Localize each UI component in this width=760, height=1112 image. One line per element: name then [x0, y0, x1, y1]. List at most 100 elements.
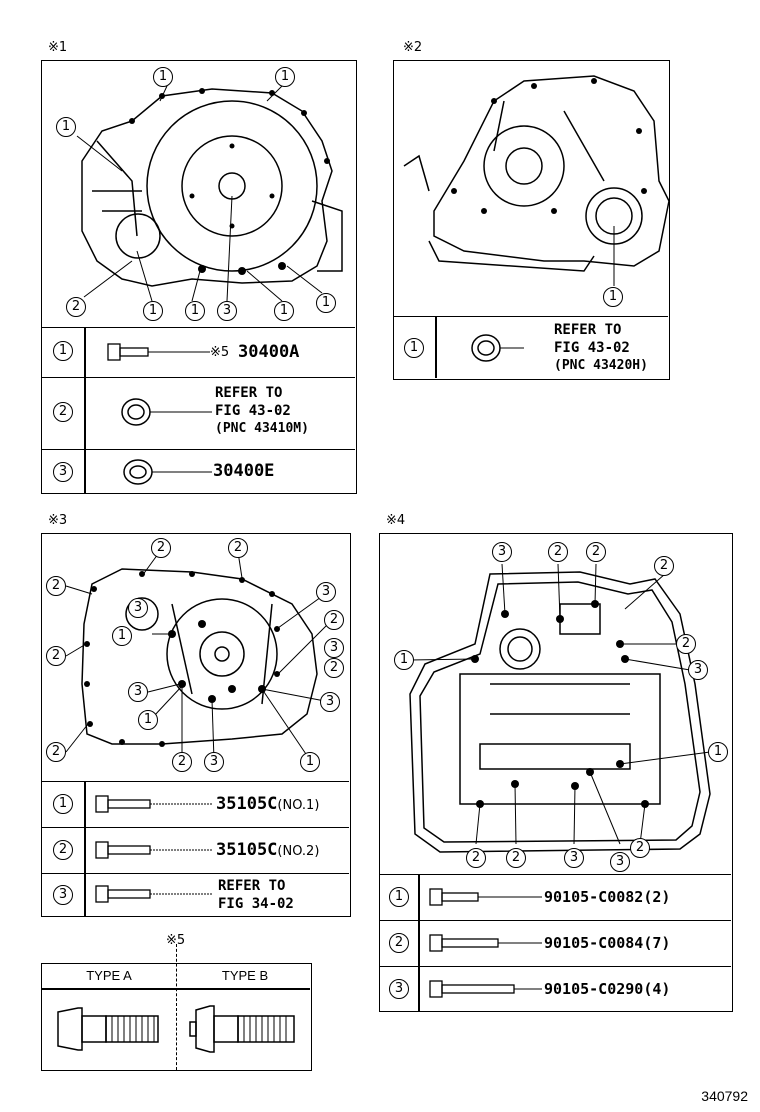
- callout-2: 2: [676, 634, 696, 654]
- callout-2: 2: [654, 556, 674, 576]
- type-a-label: TYPE A: [86, 968, 132, 983]
- table-row: 1 90105-C0082(2): [380, 874, 731, 920]
- table-row: 2 90105-C0084(7): [380, 920, 731, 966]
- table-row: 1 35105C(NO.1): [42, 781, 349, 827]
- part-code: 90105-C0082(2): [544, 888, 671, 906]
- type-ref-mark: ※5: [210, 345, 230, 360]
- table-row: 2 35105C(NO.2): [42, 827, 349, 873]
- bolt-icon: [429, 980, 542, 998]
- row-number: 3: [389, 979, 409, 999]
- row-number: 1: [389, 887, 409, 907]
- part-code: 90105-C0084(7): [544, 934, 671, 952]
- oil-seal-icon: [471, 334, 524, 362]
- part-code: 30400E: [213, 461, 275, 481]
- figure-id: 340792: [701, 1088, 748, 1104]
- callout-3: 3: [492, 542, 512, 562]
- callout-3: 3: [128, 598, 148, 618]
- callout-2: 2: [228, 538, 248, 558]
- part-code: 35105C(NO.1): [216, 794, 320, 814]
- type-b-label: TYPE B: [221, 968, 269, 983]
- row-number: 1: [53, 794, 73, 814]
- bolt-icon: [95, 885, 212, 903]
- bolt-icon: [95, 795, 212, 813]
- callout-2: 2: [324, 610, 344, 630]
- section-5-panel: TYPE A TYPE B: [41, 944, 312, 1071]
- callout-1: 1: [185, 301, 205, 321]
- callout-3: 3: [204, 752, 224, 772]
- callout-3: 3: [316, 582, 336, 602]
- row-number: 2: [389, 933, 409, 953]
- row-number: 2: [53, 402, 73, 422]
- table-row: 1 ※5 30400A: [42, 327, 355, 377]
- table-row: 3 90105-C0290(4): [380, 966, 731, 1011]
- callout-3: 3: [688, 660, 708, 680]
- row-number: 1: [404, 338, 424, 358]
- type-b-bolt-icon: [189, 1005, 295, 1053]
- callout-2: 2: [466, 848, 486, 868]
- callout-2: 2: [548, 542, 568, 562]
- valve-body-diagram: [409, 563, 711, 853]
- callout-1: 1: [708, 742, 728, 762]
- section-3-mark: ※3: [48, 513, 68, 528]
- callout-2: 2: [506, 848, 526, 868]
- section-3-panel: 2 2 2 3 3 2 1 3 2 2 3 3 1 2 2 3 1 1 3510…: [41, 533, 351, 917]
- transmission-side-diagram: [403, 75, 670, 286]
- header-rule: [42, 988, 310, 990]
- bolt-icon: [429, 888, 542, 906]
- section-4-panel: 3 2 2 2 2 1 3 1 2 2 3 3 2 1 90105-C0082(…: [379, 533, 733, 1012]
- oil-seal-icon: [123, 459, 212, 485]
- part-code: 35105C(NO.2): [216, 840, 320, 860]
- table-divider: [84, 327, 86, 493]
- part-code: 90105-C0290(4): [544, 980, 671, 998]
- callout-1: 1: [143, 301, 163, 321]
- row-number: 3: [53, 885, 73, 905]
- callout-1: 1: [153, 67, 173, 87]
- section-1-mark: ※1: [48, 40, 68, 55]
- section-1-panel: 1 1 1 2 1 1 3 1 1 1 ※5 30400A 2 REFER TO…: [41, 60, 357, 494]
- oil-seal-icon: [121, 398, 212, 426]
- bolt-icon: [107, 343, 210, 361]
- callout-3: 3: [564, 848, 584, 868]
- section-2-mark: ※2: [403, 40, 423, 55]
- callout-2: 2: [151, 538, 171, 558]
- callout-3: 3: [610, 852, 630, 872]
- row-number: 3: [53, 462, 73, 482]
- callout-2: 2: [586, 542, 606, 562]
- type-divider: [176, 944, 177, 1070]
- type-a-bolt-icon: [57, 1007, 159, 1051]
- row-number: 2: [53, 840, 73, 860]
- callout-2: 2: [66, 297, 86, 317]
- callout-1: 1: [275, 67, 295, 87]
- table-divider: [84, 781, 86, 916]
- callout-2: 2: [46, 576, 66, 596]
- callout-1: 1: [300, 752, 320, 772]
- callout-1: 1: [112, 626, 132, 646]
- callout-2: 2: [46, 742, 66, 762]
- callout-1: 1: [603, 287, 623, 307]
- table-divider: [435, 316, 437, 378]
- row-number: 1: [53, 341, 73, 361]
- callout-2: 2: [46, 646, 66, 666]
- callout-3: 3: [324, 638, 344, 658]
- bolt-icon: [429, 934, 542, 952]
- section-4-mark: ※4: [386, 513, 406, 528]
- callout-2: 2: [172, 752, 192, 772]
- table-divider: [418, 874, 420, 1011]
- part-code: 30400A: [238, 342, 300, 362]
- section-5-mark: ※5: [166, 933, 186, 948]
- callout-1: 1: [394, 650, 414, 670]
- table-row: 3 30400E: [42, 449, 355, 493]
- transmission-case-rear-diagram: [65, 551, 335, 761]
- callout-3: 3: [320, 692, 340, 712]
- callout-3: 3: [128, 682, 148, 702]
- callout-3: 3: [217, 301, 237, 321]
- bolt-icon: [95, 841, 212, 859]
- callout-1: 1: [138, 710, 158, 730]
- transmission-case-front-diagram: [76, 85, 343, 302]
